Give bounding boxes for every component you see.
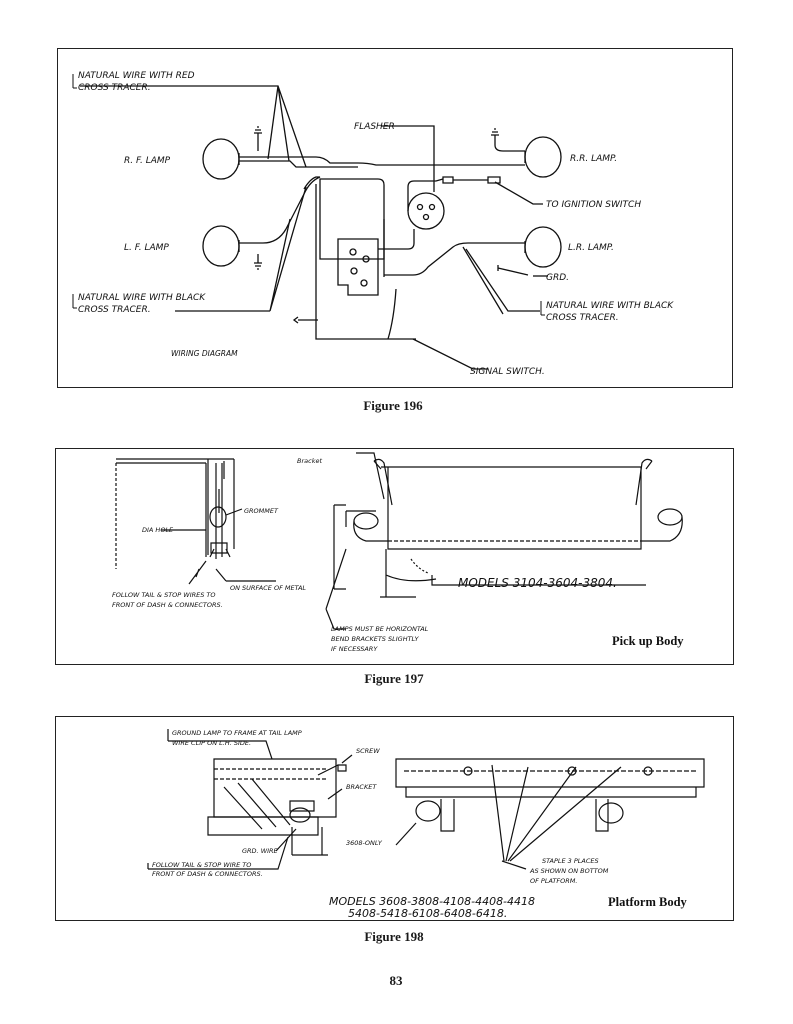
flasher-icon	[407, 192, 445, 230]
label-3608-only: 3608-ONLY	[346, 839, 383, 847]
label-ignition: TO IGNITION SWITCH	[546, 200, 641, 210]
label-follow-198-2: FRONT OF DASH & CONNECTORS.	[152, 870, 263, 878]
platform-left-lamp-icon	[289, 807, 311, 823]
label-models-198-1: MODELS 3608-3808-4108-4408-4418	[329, 895, 535, 908]
label-lf-lamp: L. F. LAMP	[124, 243, 169, 253]
figure-197-frame: Bracket GROMMET DIA HOLE ON SURFACE OF M…	[55, 448, 734, 665]
left-tail-lamp-icon	[353, 512, 379, 530]
label-wiring-diagram: WIRING DIAGRAM	[171, 349, 238, 358]
figure-196-frame: NATURAL WIRE WITH RED CROSS TRACER. FLAS…	[57, 48, 733, 388]
label-staple-3: OF PLATFORM.	[530, 877, 577, 885]
label-staple-2: AS SHOWN ON BOTTOM	[529, 867, 609, 875]
label-grd: GRD.	[546, 273, 569, 283]
label-on-surface: ON SURFACE OF METAL	[230, 584, 306, 592]
label-follow-197-2: FRONT OF DASH & CONNECTORS.	[112, 601, 223, 609]
label-follow-197-1: FOLLOW TAIL & STOP WIRES TO	[112, 591, 216, 599]
lr-lamp-icon	[524, 226, 562, 268]
label-dia-hole: DIA HOLE	[142, 526, 174, 534]
label-lamps-3: IF NECESSARY	[331, 645, 378, 653]
label-platform-body: Platform Body	[608, 895, 688, 909]
label-models-198-2: 5408-5418-6108-6408-6418.	[348, 907, 507, 920]
label-lr-lamp: L.R. LAMP.	[568, 243, 614, 253]
label-models-197: MODELS 3104-3604-3804.	[458, 576, 617, 590]
label-natural-black-left-1: NATURAL WIRE WITH BLACK	[78, 293, 206, 303]
figure-198-frame: GROUND LAMP TO FRAME AT TAIL LAMP WIRE C…	[55, 716, 734, 921]
label-natural-black-right-2: CROSS TRACER.	[546, 313, 619, 323]
lf-lamp-icon	[202, 225, 240, 267]
label-screw: SCREW	[356, 747, 380, 755]
label-grd-wire: GRD. WIRE	[242, 847, 279, 855]
label-lamps-2: BEND BRACKETS SLIGHTLY	[331, 635, 420, 643]
label-natural-black-left-2: CROSS TRACER.	[78, 305, 151, 315]
label-natural-red-2: CROSS TRACER.	[78, 83, 151, 93]
platform-lamp-a-icon	[415, 800, 441, 822]
label-bracket-197: Bracket	[297, 457, 322, 465]
figure-198-caption: Figure 198	[364, 929, 424, 944]
label-ground-1: GROUND LAMP TO FRAME AT TAIL LAMP	[172, 729, 302, 737]
label-natural-black-right-1: NATURAL WIRE WITH BLACK	[546, 301, 674, 311]
rr-lamp-icon	[524, 136, 562, 178]
label-ground-2: WIRE CLIP ON L.H. SIDE.	[172, 739, 251, 747]
rf-lamp-icon	[202, 138, 240, 180]
label-follow-198-1: FOLLOW TAIL & STOP WIRE TO	[152, 861, 251, 869]
label-pickup-body: Pick up Body	[612, 634, 684, 648]
platform-body-drawing: GROUND LAMP TO FRAME AT TAIL LAMP WIRE C…	[147, 729, 705, 920]
label-bracket-198: BRACKET	[346, 783, 377, 791]
figure-197-caption: Figure 197	[364, 671, 424, 686]
label-grommet: GROMMET	[244, 507, 279, 515]
right-tail-lamp-icon	[657, 508, 683, 526]
wiring-diagram-drawing: NATURAL WIRE WITH RED CROSS TRACER. FLAS…	[72, 71, 674, 377]
figure-196-caption: Figure 196	[363, 398, 423, 413]
page-number: 83	[389, 973, 403, 988]
label-staple-1: STAPLE 3 PLACES	[542, 857, 599, 865]
label-rr-lamp: R.R. LAMP.	[570, 154, 617, 164]
label-flasher: FLASHER	[354, 122, 395, 132]
pickup-body-drawing: Bracket GROMMET DIA HOLE ON SURFACE OF M…	[112, 452, 684, 653]
label-natural-red-1: NATURAL WIRE WITH RED	[78, 71, 195, 81]
platform-lamp-b-icon	[598, 802, 624, 824]
label-lamps-1: LAMPS MUST BE HORIZONTAL	[331, 625, 429, 633]
signal-switch-icon	[337, 238, 379, 296]
label-signal-switch: SIGNAL SWITCH.	[470, 367, 545, 377]
label-rf-lamp: R. F. LAMP	[124, 156, 171, 166]
